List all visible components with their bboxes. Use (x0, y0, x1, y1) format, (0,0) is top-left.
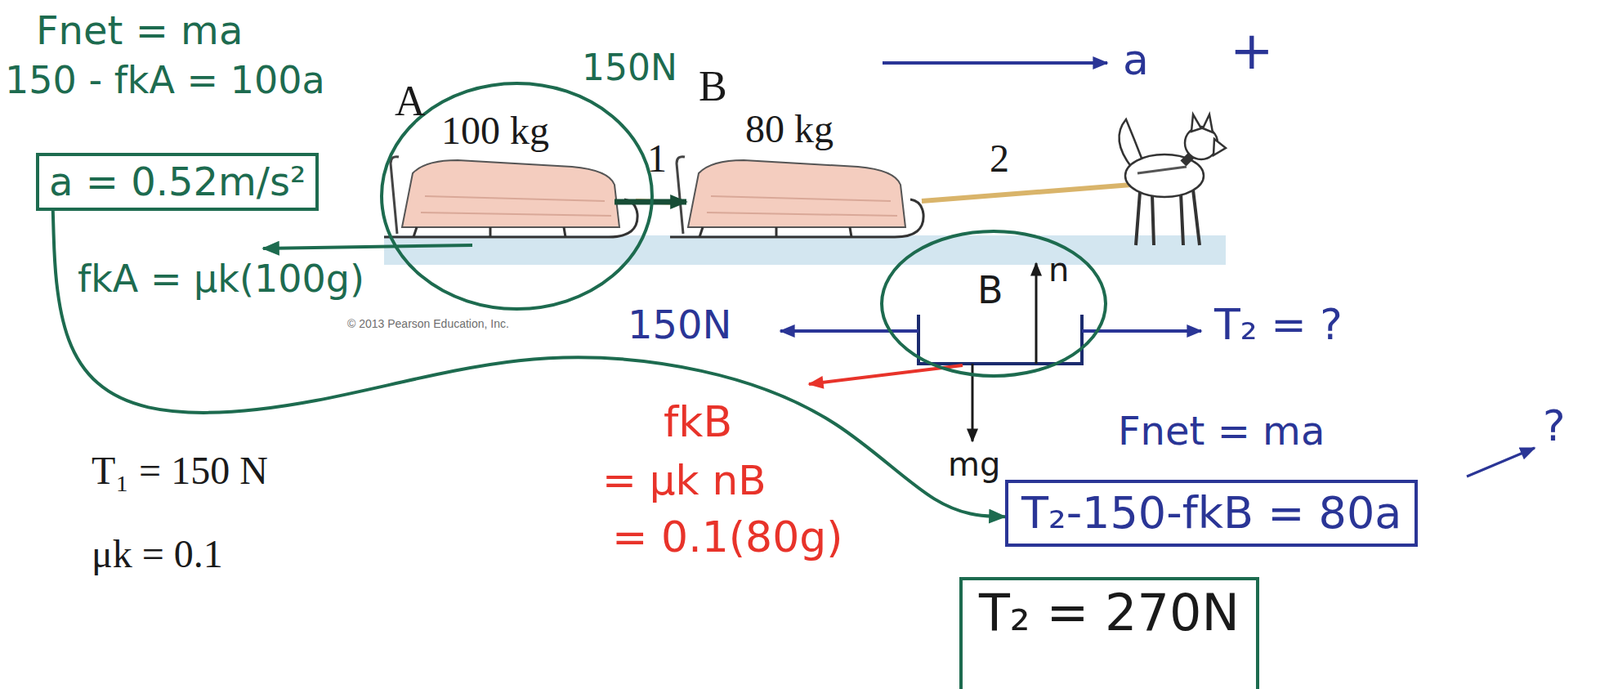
mass-label: 100 kg (441, 107, 550, 153)
rope-2 (921, 184, 1132, 202)
cargo-lines (706, 196, 898, 216)
outline-ellipse (881, 231, 1106, 376)
acceleration-arrow (882, 61, 1108, 65)
tension-result: T₂ = 270N (978, 583, 1240, 642)
normal-force-arrow (1035, 263, 1038, 364)
newton-equation: T₂-150-fkB = 80a (1021, 487, 1402, 539)
rope-number: 2 (989, 135, 1010, 181)
sled-a (384, 156, 638, 237)
pointer-arrow (1466, 447, 1535, 477)
sled-b-sketch (918, 314, 1082, 364)
sled-struts (699, 227, 852, 237)
sled-runner (670, 199, 924, 237)
unknown-mark: ? (1542, 402, 1566, 452)
friction-symbol: fkB (663, 397, 733, 447)
dog-ears (1191, 114, 1213, 133)
tension-1-arrow (780, 329, 919, 333)
sled-cargo (688, 160, 906, 228)
sled-handle (390, 156, 399, 234)
cargo-lines (420, 196, 612, 216)
tension-value: 150N (581, 47, 678, 90)
dog-harness (1137, 166, 1187, 174)
equation-box: T₂-150-fkB = 80a (1005, 479, 1418, 547)
dog (1118, 114, 1226, 246)
tension-unknown: T₂ = ? (1214, 300, 1343, 350)
sled-handle (676, 156, 685, 234)
rope-number: 1 (647, 135, 667, 181)
body-label: B (974, 268, 1006, 313)
acceleration-symbol: a (1122, 35, 1149, 85)
fnet-equation: Fnet = ma (35, 8, 243, 54)
snow-ground (384, 235, 1226, 265)
sled-label: A (394, 76, 426, 126)
copyright-notice: © 2013 Pearson Education, Inc. (347, 317, 510, 331)
connector-arrow (53, 210, 1006, 517)
force-symbol: n (1048, 250, 1069, 289)
newton-equation: 150 - fkA = 100a (4, 58, 326, 103)
weight-label: mg (947, 445, 1001, 483)
positive-sign: + (1229, 21, 1274, 82)
dog-body (1125, 154, 1204, 197)
friction-value: = 0.1(80g) (612, 513, 844, 563)
free-body-circle: Bn (880, 229, 1108, 378)
friction-arrow (263, 245, 473, 249)
acceleration-result: a = 0.52m/s² (49, 159, 306, 205)
answer-box: a = 0.52m/s² (35, 152, 319, 211)
fnet-equation: Fnet = ma (1117, 408, 1325, 454)
sled-struts (413, 227, 566, 237)
given-value: μk = 0.1 (91, 531, 224, 577)
given-value: T₁ = 150 N (91, 447, 269, 493)
sled-a-circle: A100 kg (379, 81, 654, 311)
sled-b (670, 156, 924, 237)
sled-runner (384, 199, 638, 237)
friction-equation: = μk nB (602, 457, 766, 506)
sled-label: B (698, 62, 728, 112)
answer-box: T₂ = 270N (959, 576, 1260, 689)
mass-label: 80 kg (745, 106, 834, 152)
dog-legs (1135, 189, 1200, 246)
sled-cargo (402, 160, 620, 228)
friction-equation: fkA = μk(100g) (77, 257, 365, 301)
force-value: 150N (627, 302, 733, 348)
dog-snout (1213, 138, 1226, 156)
